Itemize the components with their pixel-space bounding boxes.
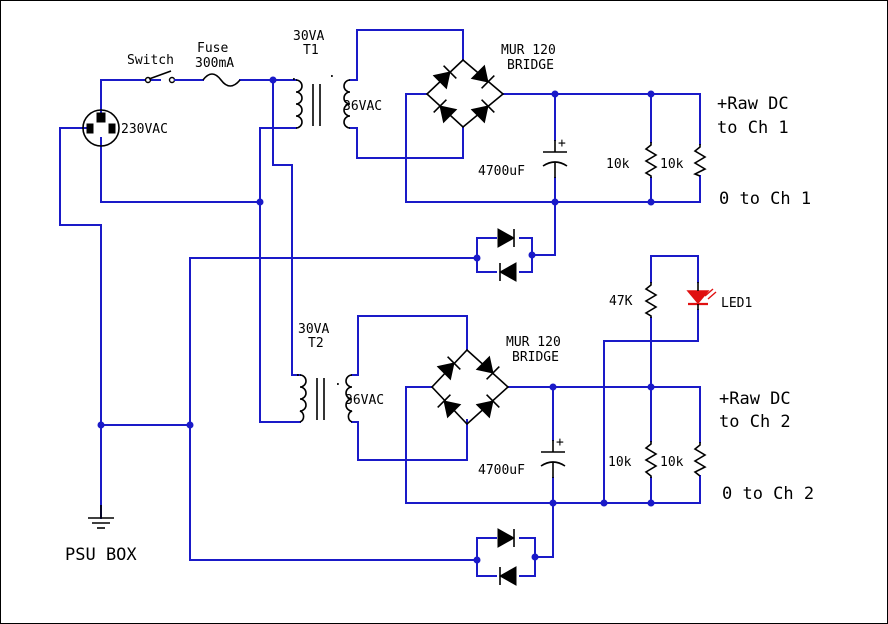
bridge2-part-label: MUR 120	[506, 335, 561, 350]
resistor-47k-icon	[644, 282, 658, 318]
out1-positive-line2: to Ch 1	[717, 118, 789, 138]
r2a-label: 10k	[608, 455, 632, 470]
out2-ground-label: 0 to Ch 2	[722, 484, 814, 504]
switch-icon	[144, 70, 204, 84]
cap2-plus: +	[556, 435, 564, 450]
fuse-label: Fuse	[197, 41, 228, 56]
fuse-icon	[202, 73, 241, 87]
wires	[59, 29, 701, 561]
bridge-rectifier-1-icon	[425, 58, 505, 129]
transformer-t1-icon	[295, 79, 351, 129]
t1-name-label: T1	[303, 43, 319, 58]
t2-secondary-label: 36VAC	[345, 393, 384, 408]
switch-label: Switch	[127, 53, 174, 68]
diode-pair-2-icon	[476, 528, 536, 586]
t2-primary-dot: .	[294, 365, 302, 380]
junctions	[97, 76, 655, 564]
t1-secondary-dot: .	[328, 66, 336, 81]
fuse-rating-label: 300mA	[195, 56, 234, 71]
transformer-t2-icon	[299, 374, 353, 423]
led-label: LED1	[721, 296, 752, 311]
cap1-label: 4700uF	[478, 164, 525, 179]
out1-ground-label: 0 to Ch 1	[719, 189, 811, 209]
psu-box-label: PSU BOX	[65, 545, 137, 565]
mains-voltage-label: 230VAC	[121, 122, 168, 137]
t2-name-label: T2	[308, 336, 324, 351]
r2b-label: 10k	[660, 455, 684, 470]
t1-primary-dot: .	[290, 69, 298, 84]
bridge1-part-label: MUR 120	[501, 43, 556, 58]
t1-secondary-label: 36VAC	[343, 99, 382, 114]
out1-positive-line1: +Raw DC	[717, 94, 789, 114]
r1b-label: 10k	[660, 157, 684, 172]
resistor-10k-2b-icon	[693, 442, 707, 477]
t2-secondary-dot: .	[334, 374, 342, 389]
cap1-plus: +	[558, 136, 566, 151]
r-led-label: 47K	[609, 294, 633, 309]
bridge2-name-label: BRIDGE	[512, 350, 559, 365]
mains-socket-icon	[82, 109, 120, 147]
capacitor-2-icon	[540, 440, 566, 478]
led1-icon	[686, 282, 717, 310]
resistor-10k-2a-icon	[644, 441, 658, 478]
t2-rating-label: 30VA	[298, 322, 329, 337]
bridge1-name-label: BRIDGE	[507, 58, 554, 73]
out2-positive-line2: to Ch 2	[719, 412, 791, 432]
resistor-10k-1b-icon	[693, 144, 707, 177]
r1a-label: 10k	[606, 157, 630, 172]
cap2-label: 4700uF	[478, 463, 525, 478]
ground-icon	[88, 505, 114, 529]
diode-pair-1-icon	[476, 228, 533, 282]
labels: Switch Fuse 300mA 230VAC 30VA T1 . . 36V…	[65, 29, 814, 565]
capacitor-1-icon	[542, 140, 568, 178]
resistor-10k-1a-icon	[644, 142, 658, 178]
t1-rating-label: 30VA	[293, 29, 324, 44]
bridge-rectifier-2-icon	[430, 348, 510, 426]
out2-positive-line1: +Raw DC	[719, 389, 791, 409]
